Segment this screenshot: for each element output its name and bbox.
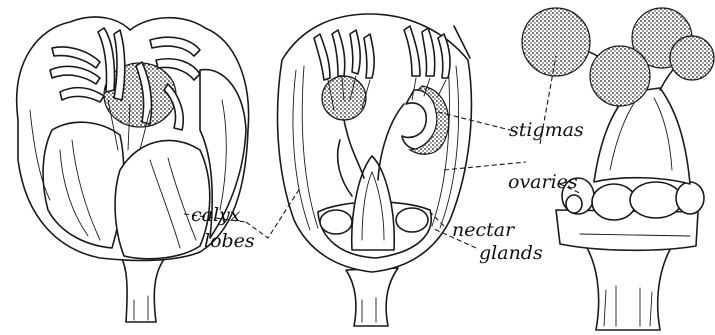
lobes-label: lobes xyxy=(204,230,255,252)
pistil-drawing xyxy=(522,8,714,330)
ovaries-label: ovaries xyxy=(508,171,578,193)
calyx-label: calyx xyxy=(191,204,241,226)
nectar-label: nectar xyxy=(452,219,516,241)
whole-flower-drawing xyxy=(17,17,249,322)
stigmas-label: stigmas xyxy=(509,119,584,141)
glands-label: glands xyxy=(479,242,543,264)
flower-section-drawing xyxy=(278,14,472,326)
